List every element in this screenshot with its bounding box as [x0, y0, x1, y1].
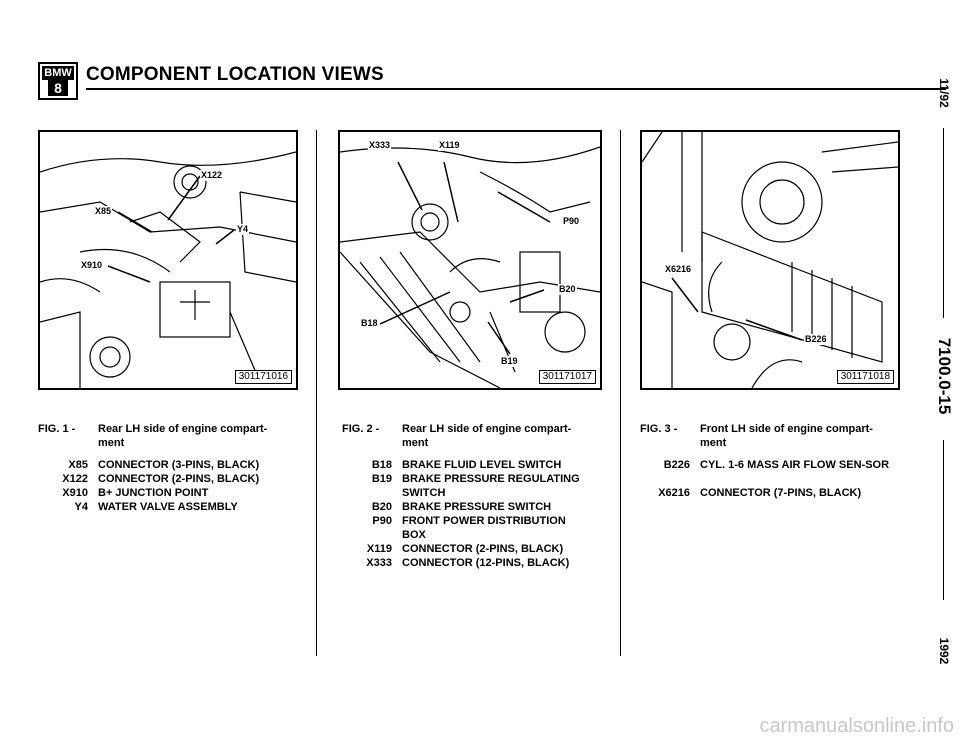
legend-row: X910 B+ JUNCTION POINT	[38, 486, 298, 500]
figure-3-image: X6216 B226 301171018	[640, 130, 900, 390]
side-section: 7100.0-15	[935, 337, 954, 415]
bmw-logo: BMW 8	[38, 62, 78, 100]
figure-label: FIG. 1 -	[38, 423, 76, 435]
callout-x119: X119	[438, 140, 461, 151]
callout-x6216: X6216	[664, 264, 693, 275]
legend-desc: CONNECTOR (2-PINS, BLACK)	[98, 473, 260, 485]
column-divider	[316, 130, 317, 656]
legend-desc: WATER VALVE ASSEMBLY	[98, 501, 238, 513]
legend-code: P90	[372, 515, 392, 527]
title-rule	[86, 88, 946, 90]
legend-row: B18 BRAKE FLUID LEVEL SWITCH	[342, 458, 602, 472]
page-header: BMW 8 COMPONENT LOCATION VIEWS	[38, 62, 946, 106]
callout-b18: B18	[360, 318, 379, 329]
legend-code: B20	[371, 501, 392, 513]
figure-label: FIG. 2 -	[342, 423, 380, 435]
legend-desc: FRONT POWER DISTRIBUTION BOX	[402, 515, 566, 541]
legend-code: B18	[371, 459, 392, 471]
legend-row: X333 CONNECTOR (12-PINS, BLACK)	[342, 556, 602, 570]
figure-1-image: X122 X85 Y4 X910 301171016	[38, 130, 298, 390]
legend-code: X910	[62, 487, 88, 499]
legend-row: X122 CONNECTOR (2-PINS, BLACK)	[38, 472, 298, 486]
legend-row: Y4 WATER VALVE ASSEMBLY	[38, 500, 298, 514]
legend-desc: BRAKE PRESSURE REGULATING SWITCH	[402, 473, 580, 499]
figure-3-legend: B226 CYL. 1-6 MASS AIR FLOW SEN-SOR X6216…	[640, 458, 900, 500]
callout-y4: Y4	[236, 224, 250, 235]
figure-label: FIG. 3 -	[640, 423, 678, 435]
callout-x122: X122	[200, 170, 224, 181]
side-date: 11/92	[937, 78, 951, 108]
callout-x333: X333	[368, 140, 392, 151]
legend-code: X119	[366, 543, 392, 555]
engine-bay-illustration-2	[340, 146, 600, 388]
legend-desc: BRAKE PRESSURE SWITCH	[402, 501, 552, 513]
figure-2-caption: FIG. 2 - Rear LH side of engine compart-…	[342, 422, 602, 452]
legend-code: X6216	[658, 487, 690, 499]
image-number: 301171017	[538, 370, 596, 384]
legend-desc: BRAKE FLUID LEVEL SWITCH	[402, 459, 562, 471]
legend-row: B226 CYL. 1-6 MASS AIR FLOW SEN-SOR	[640, 458, 900, 486]
figure-1-caption: FIG. 1 - Rear LH side of engine compart-…	[38, 422, 298, 452]
legend-row: B20 BRAKE PRESSURE SWITCH	[342, 500, 602, 514]
legend-desc: CONNECTOR (3-PINS, BLACK)	[98, 459, 260, 471]
logo-text: BMW	[42, 66, 74, 80]
logo-number: 8	[48, 80, 68, 96]
legend-row: X85 CONNECTOR (3-PINS, BLACK)	[38, 458, 298, 472]
legend-desc: CYL. 1-6 MASS AIR FLOW SEN-SOR	[700, 459, 890, 471]
side-margin: 11/92 7100.0-15 1992	[930, 60, 958, 680]
callout-b19: B19	[500, 356, 519, 367]
legend-code: X85	[68, 459, 88, 471]
figure-2-image: X333 X119 P90 B20 B18 B19 301171017	[338, 130, 602, 390]
watermark: carmanualsonline.info	[759, 715, 954, 737]
legend-row: X119 CONNECTOR (2-PINS, BLACK)	[342, 542, 602, 556]
legend-row: B19 BRAKE PRESSURE REGULATING SWITCH	[342, 472, 602, 500]
caption-text: Rear LH side of engine compart-ment	[402, 423, 572, 449]
legend-row: X6216 CONNECTOR (7-PINS, BLACK)	[640, 486, 900, 500]
callout-p90: P90	[562, 216, 581, 227]
page-title: COMPONENT LOCATION VIEWS	[86, 64, 384, 85]
image-number: 301171016	[234, 370, 292, 384]
side-rule	[943, 440, 944, 600]
callout-x85: X85	[94, 206, 113, 217]
callout-x910: X910	[80, 260, 104, 271]
legend-desc: CONNECTOR (2-PINS, BLACK)	[402, 543, 564, 555]
legend-code: B226	[663, 459, 690, 471]
legend-desc: CONNECTOR (12-PINS, BLACK)	[402, 557, 570, 569]
column-divider	[620, 130, 621, 656]
image-number: 301171018	[836, 370, 894, 384]
caption-text: Rear LH side of engine compart-ment	[98, 423, 268, 449]
caption-text: Front LH side of engine compart-ment	[700, 423, 873, 449]
legend-row: P90 FRONT POWER DISTRIBUTION BOX	[342, 514, 602, 542]
side-year: 1992	[937, 637, 951, 665]
legend-code: X333	[366, 557, 392, 569]
engine-bay-illustration-1	[40, 151, 296, 388]
figure-1-legend: X85 CONNECTOR (3-PINS, BLACK) X122 CONNECT…	[38, 458, 298, 514]
legend-code: Y4	[74, 501, 88, 513]
legend-desc: B+ JUNCTION POINT	[98, 487, 209, 499]
engine-bay-illustration-3	[642, 132, 898, 388]
legend-code: X122	[62, 473, 88, 485]
figure-3-caption: FIG. 3 - Front LH side of engine compart…	[640, 422, 900, 452]
callout-b226: B226	[804, 334, 828, 345]
callout-b20: B20	[558, 284, 577, 295]
side-rule	[943, 128, 944, 318]
legend-desc: CONNECTOR (7-PINS, BLACK)	[700, 487, 862, 499]
legend-code: B19	[371, 473, 392, 485]
